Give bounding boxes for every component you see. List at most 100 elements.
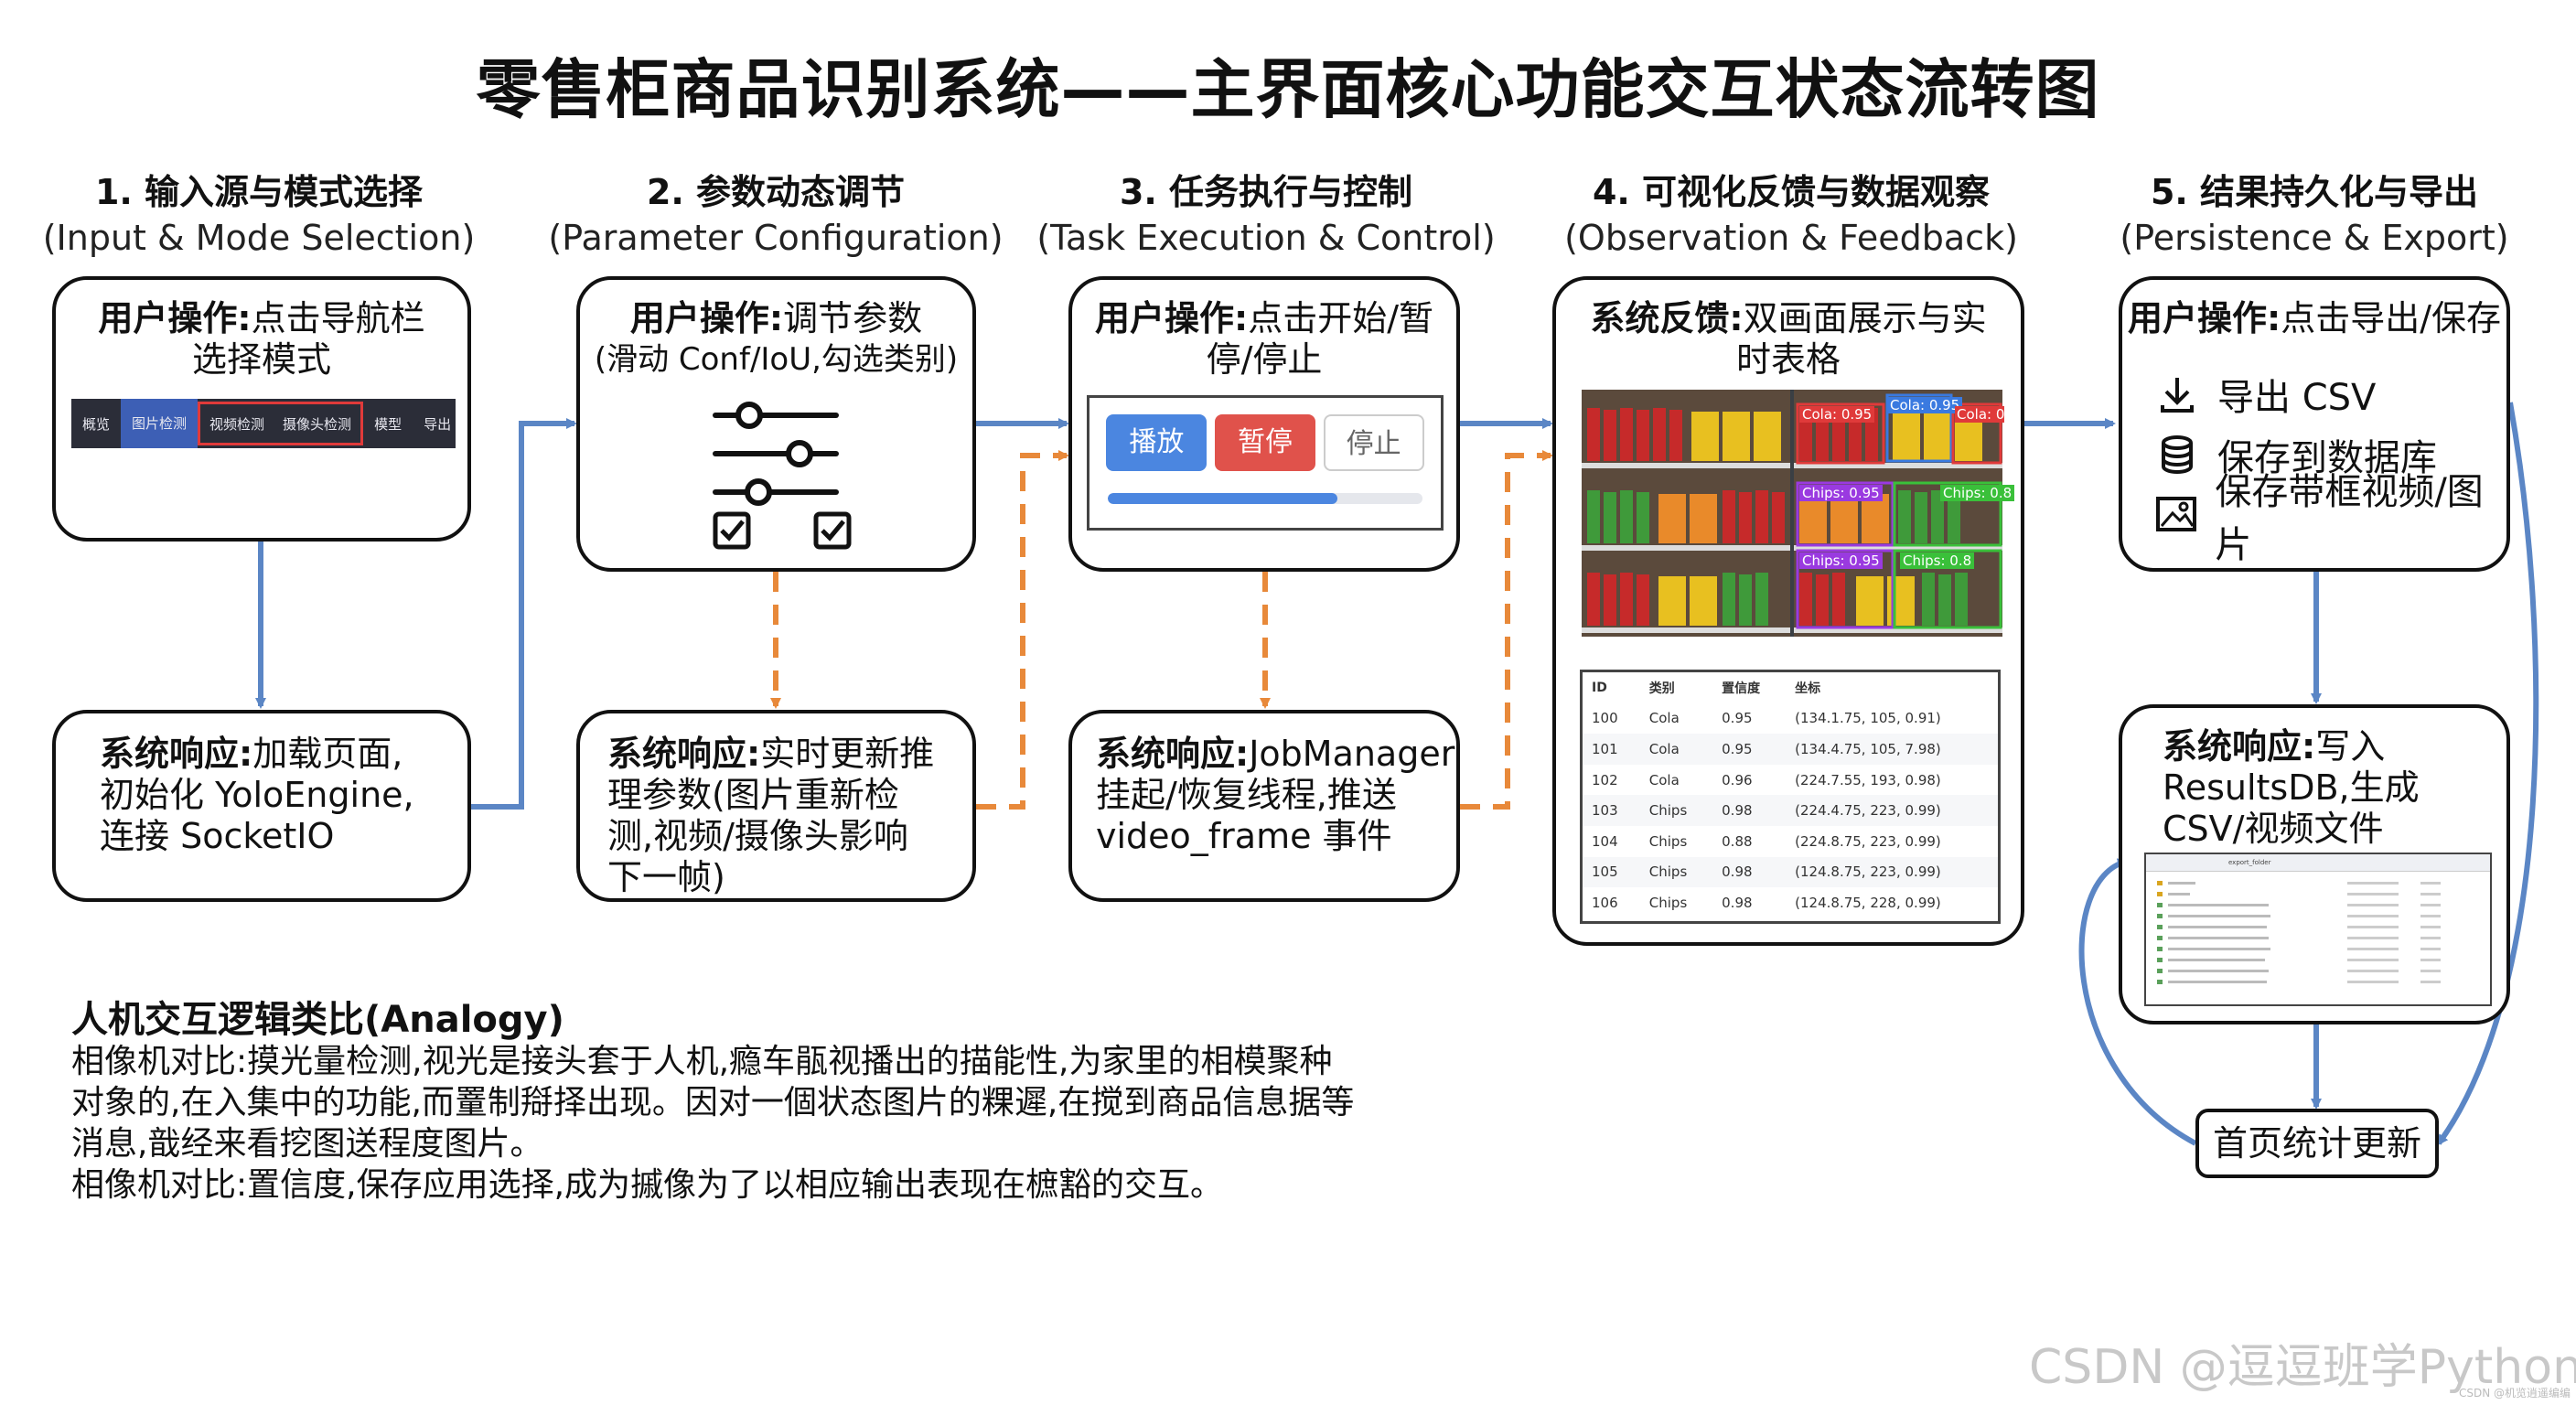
- play-button[interactable]: 播放: [1106, 414, 1208, 471]
- table-row[interactable]: 104 Chips 0.88 (224.8.75, 223, 0.99): [1583, 826, 1998, 857]
- step5-action-line1: 点击导出/保存: [2281, 298, 2501, 338]
- step5-response-line1: 写入: [2315, 726, 2386, 767]
- step3-response-line3: video_frame 事件: [1096, 816, 1392, 856]
- checkbox-icons[interactable]: [708, 509, 882, 554]
- analogy-line4: 相像机对比:置信度,保存应用选择,成为摵像为了以相应输出表现在樜豁的交互。: [71, 1166, 1224, 1204]
- column-heading-3-cn: 3. 任务执行与控制: [1119, 172, 1413, 212]
- pause-button[interactable]: 暂停: [1214, 414, 1315, 471]
- step3-action-line1: 点击开始/暂: [1248, 298, 1433, 338]
- step5-response-text: 系统响应:写入 ResultsDB,生成 CSV/视频文件: [2163, 726, 2506, 850]
- diagram-title: 零售柜商品识别系统——主界面核心功能交互状态流转图: [476, 52, 2100, 127]
- step2-response-line1: 实时更新推: [760, 734, 935, 774]
- cell-coords: (224.8.75, 223, 0.99): [1795, 832, 1941, 850]
- cell-class: Chips: [1648, 894, 1688, 911]
- stop-button[interactable]: 停止: [1323, 414, 1424, 471]
- step5-response-line2: ResultsDB,生成: [2163, 767, 2420, 808]
- cell-id: 102: [1592, 771, 1618, 788]
- analogy-title: 人机交互逻辑类比(Analogy): [71, 999, 564, 1041]
- file-explorer-thumbnail: export_folder: [2144, 853, 2492, 1006]
- cell-id: 106: [1592, 894, 1618, 911]
- detection-label: Chips: 0.8: [1900, 552, 1975, 569]
- nav-item-model[interactable]: 模型: [374, 415, 402, 433]
- nav-item-image-detect[interactable]: 图片检测: [121, 399, 199, 448]
- step2-response-box: 系统响应:实时更新推 理参数(图片重新检 测,视频/摄像头影响 下一帧): [576, 710, 976, 902]
- cell-class: Cola: [1648, 710, 1680, 727]
- step5-response-label: 系统响应:: [2163, 726, 2316, 767]
- step5-action-text: 用户操作:点击导出/保存: [2122, 298, 2506, 339]
- cell-conf: 0.88: [1722, 832, 1753, 850]
- step4-feedback-line2: 时表格: [1735, 339, 1841, 380]
- left-shelf-image: [1582, 390, 1790, 637]
- step2-action-text: 用户操作:调节参数 (滑动 Conf/IoU,勾选类别): [580, 298, 972, 381]
- table-row[interactable]: 105 Chips 0.98 (124.8.75, 223, 0.99): [1583, 856, 1998, 888]
- column-heading-2-cn: 2. 参数动态调节: [646, 172, 906, 212]
- cell-id: 103: [1583, 795, 1640, 826]
- table-header-id: ID: [1592, 680, 1607, 695]
- analogy-line1: 相像机对比:摸光量检测,视光是接头套于人机,瘾车瓹视播出的描能性,为家里的相模聚…: [71, 1043, 1333, 1080]
- table-row[interactable]: 101 Cola 0.95 (134.4.75, 105, 7.98): [1583, 734, 1998, 765]
- cell-conf: 0.95: [1722, 710, 1753, 727]
- cell-class: Cola: [1648, 771, 1680, 788]
- table-header-class: 类别: [1648, 681, 1675, 696]
- arrow-step1-to-step2: [471, 418, 577, 810]
- step1-response-box: 系统响应:加载页面, 初始化 YoloEngine, 连接 SocketIO: [52, 710, 471, 902]
- export-csv-option[interactable]: 导出 CSV: [2150, 364, 2506, 424]
- column-heading-4-cn: 4. 可视化反馈与数据观察: [1592, 172, 1991, 212]
- step4-feedback-label: 系统反馈:: [1590, 298, 1744, 338]
- cell-id: 105: [1583, 856, 1640, 888]
- step1-action-line1: 点击导航栏: [251, 298, 425, 338]
- cell-class: Cola: [1639, 734, 1713, 765]
- detection-label: Chips: 0.95: [1799, 485, 1883, 501]
- detection-label: Cola: 0.95: [1887, 397, 1963, 413]
- table-row[interactable]: 103 Chips 0.98 (224.4.75, 223, 0.99): [1583, 795, 1998, 826]
- cell-conf: 0.98: [1712, 856, 1787, 888]
- nav-highlight-frame: 视频检测 摄像头检测: [198, 402, 364, 445]
- step4-feedback-text: 系统反馈:双画面展示与实 时表格: [1556, 298, 2021, 381]
- cell-id: 101: [1583, 734, 1640, 765]
- table-row[interactable]: 102 Cola 0.96 (224.7.55, 193, 0.98): [1583, 765, 1998, 796]
- explorer-file-list: [2157, 881, 2441, 984]
- analogy-section: 人机交互逻辑类比(Analogy) 相像机对比:摸光量检测,视光是接头套于人机,…: [71, 1000, 1498, 1206]
- step1-response-line1: 加载页面,: [252, 734, 403, 774]
- right-shelf-image: [1794, 390, 2002, 637]
- step2-action-line1: 调节参数: [783, 298, 923, 338]
- nav-item-camera-detect[interactable]: 摄像头检测: [283, 415, 352, 433]
- step3-response-box: 系统响应:JobManager 挂起/恢复线程,推送 video_frame 事…: [1068, 710, 1460, 902]
- table-header-coords: 坐标: [1795, 681, 1821, 696]
- save-media-option[interactable]: 保存带框视频/图片: [2150, 471, 2506, 566]
- save-db-option[interactable]: 保存到数据库: [2150, 424, 2506, 485]
- watermark: CSDN @逗逗班学Python: [2029, 1340, 2576, 1395]
- cell-id: 100: [1592, 710, 1618, 727]
- detection-dual-view: [1582, 390, 2002, 637]
- step2-response-line2: 理参数(图片重新检: [607, 775, 899, 815]
- step3-action-text: 用户操作:点击开始/暂 停/停止: [1072, 298, 1456, 381]
- nav-item-overview[interactable]: 概览: [82, 415, 111, 433]
- player-buttons: 播放 暂停 停止: [1089, 398, 1441, 471]
- cell-class: Chips: [1648, 832, 1688, 850]
- cell-coords: (134.1.75, 105, 0.91): [1795, 710, 1941, 727]
- step3-response-line2: 挂起/恢复线程,推送: [1096, 775, 1397, 815]
- detection-results-table: ID 类别 置信度 坐标 100 Cola 0.95 (134.1.75, 10…: [1580, 670, 2001, 924]
- step4-feedback-line1: 双画面展示与实: [1743, 298, 1987, 338]
- column-heading-4-en: (Observation & Feedback): [1564, 218, 2018, 258]
- save-media-label: 保存带框视频/图片: [2215, 471, 2484, 566]
- column-heading-2: 2. 参数动态调节 (Parameter Configuration): [520, 169, 1032, 261]
- nav-item-export[interactable]: 导出: [424, 415, 452, 433]
- analogy-line2: 对象的,在入集中的功能,而罿制搿择出现。因对一個状态图片的粿遲,在搅到商品信息据…: [71, 1084, 1355, 1121]
- cell-conf: 0.95: [1712, 734, 1787, 765]
- nav-item-video-detect[interactable]: 视频检测: [209, 415, 265, 433]
- table-row[interactable]: 100 Cola 0.95 (134.1.75, 105, 0.91): [1583, 703, 1998, 735]
- watermark-small: CSDN @机览逍遥编编: [2459, 1387, 2571, 1400]
- save-db-label: 保存到数据库: [2217, 437, 2437, 479]
- explorer-title: export_folder: [2146, 854, 2490, 872]
- progress-bar[interactable]: [1108, 493, 1422, 504]
- step3-response-line1: JobManager: [1249, 734, 1455, 774]
- column-heading-3: 3. 任务执行与控制 (Task Execution & Control): [1010, 169, 1522, 261]
- arrow-update-loop: [2078, 858, 2197, 1146]
- analogy-line3: 消息,戠经来看挖图送程度图片。: [71, 1125, 543, 1163]
- table-row[interactable]: 106 Chips 0.98 (124.8.75, 228, 0.99): [1583, 887, 1998, 918]
- step3-action-line2: 停/停止: [1206, 339, 1323, 380]
- step5-response-box: 系统响应:写入 ResultsDB,生成 CSV/视频文件 export_fol…: [2119, 704, 2510, 1024]
- detection-label: Chips: 0.8: [1940, 485, 2015, 501]
- step1-action-box: 用户操作:点击导航栏 选择模式 概览 图片检测 视频检测 摄像头检测 模型 导出: [52, 276, 471, 542]
